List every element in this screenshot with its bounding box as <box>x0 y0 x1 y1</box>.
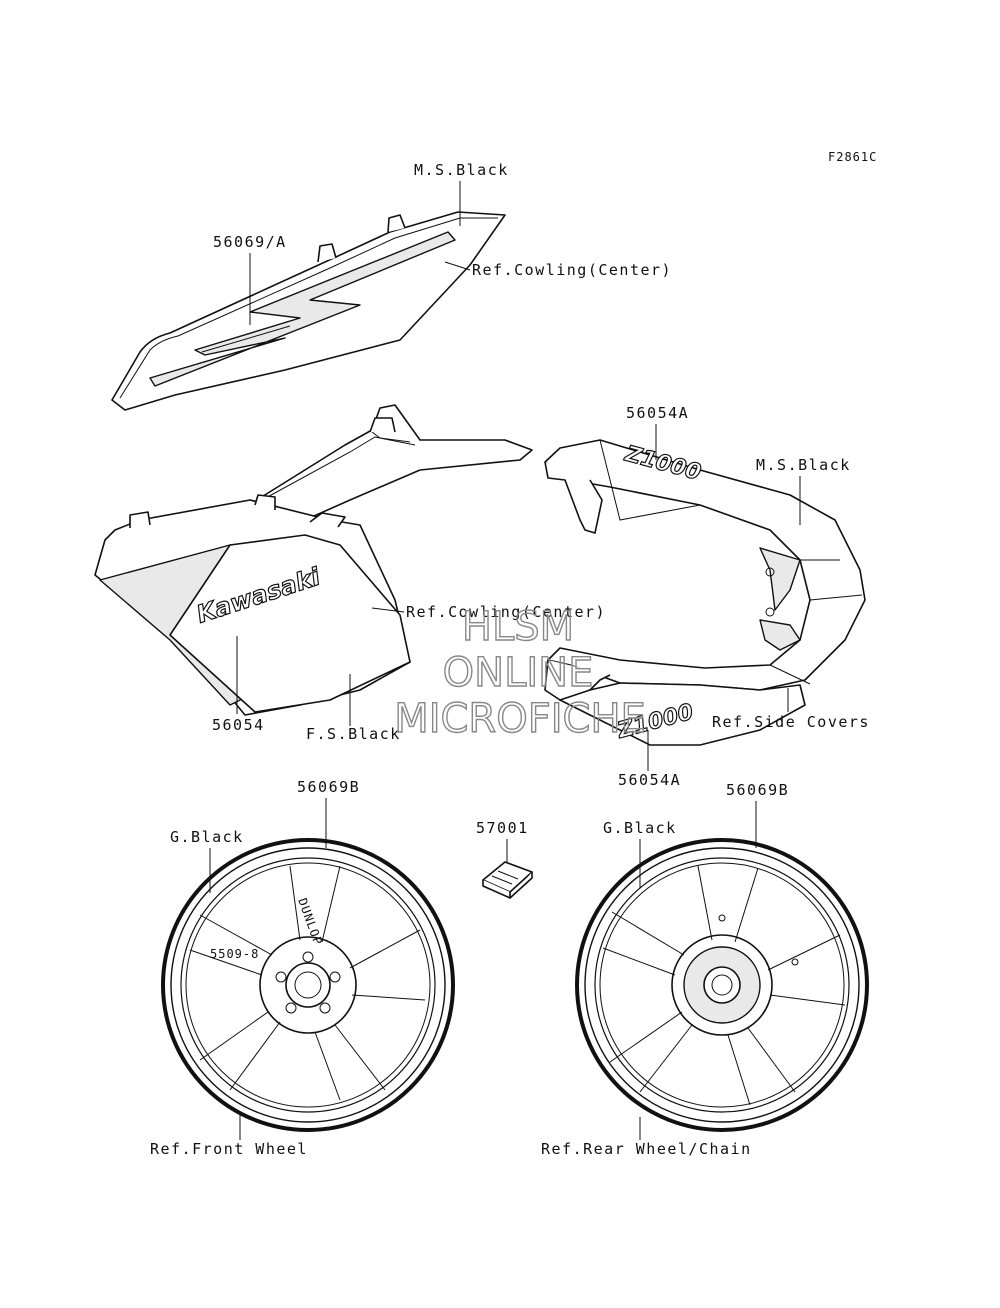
part-number-56069b-right: 56069B <box>726 781 789 799</box>
leader-ref-cowling-2 <box>371 607 405 613</box>
label-ref-cowling-center-1: Ref.Cowling(Center) <box>472 261 672 279</box>
watermark-line-1: HLSM <box>462 604 574 650</box>
tail-cowl-decal-part <box>544 439 866 746</box>
watermark-line-3: MICROFICHE <box>394 696 646 742</box>
part-number-56054a-bottom: 56054A <box>618 771 681 789</box>
side-cowling-decal-part <box>94 404 533 716</box>
front-wheel-part: DUNLOP 5509-8 <box>161 838 455 1132</box>
watermark-line-2: ONLINE <box>443 650 594 696</box>
part-number-56069b-left: 56069B <box>297 778 360 796</box>
svg-text:5509-8: 5509-8 <box>210 947 259 961</box>
rear-wheel-part <box>575 838 869 1132</box>
label-fs-black: F.S.Black <box>306 725 401 743</box>
label-g-black-right: G.Black <box>603 819 677 837</box>
part-number-57001: 57001 <box>476 819 529 837</box>
label-g-black-left: G.Black <box>170 828 244 846</box>
label-ms-black-top: M.S.Black <box>414 161 509 179</box>
label-ref-cowling-center-2: Ref.Cowling(Center) <box>406 603 606 621</box>
clip-part-57001 <box>482 861 533 899</box>
center-cowling-decal-part <box>111 211 506 411</box>
part-number-56069a: 56069/A <box>213 233 287 251</box>
label-ref-front-wheel: Ref.Front Wheel <box>150 1140 308 1158</box>
part-number-56054a-top: 56054A <box>626 404 689 422</box>
label-ref-side-covers: Ref.Side Covers <box>712 713 870 731</box>
part-number-56054: 56054 <box>212 716 265 734</box>
figure-code: F2861C <box>828 150 877 164</box>
leader-ref-cowling-1 <box>444 261 471 271</box>
label-ref-rear-wheel-chain: Ref.Rear Wheel/Chain <box>541 1140 752 1158</box>
label-ms-black-right: M.S.Black <box>756 456 851 474</box>
